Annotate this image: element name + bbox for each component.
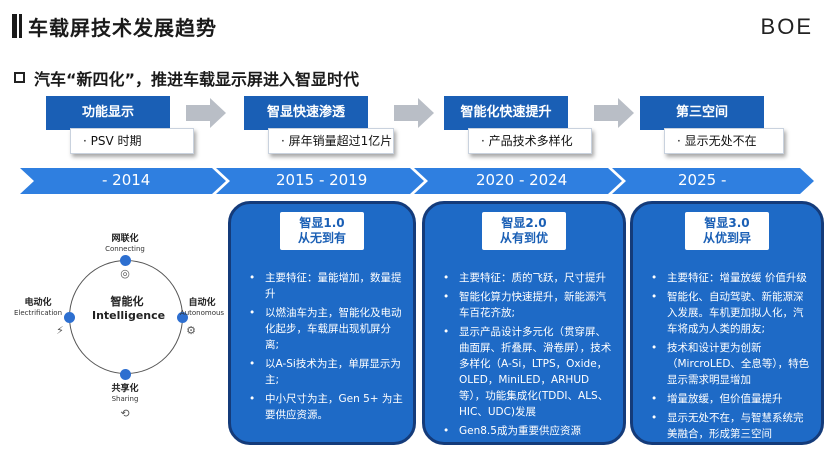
diagram-node-right	[177, 312, 188, 323]
title-marker	[12, 14, 17, 38]
stage-3-detail: · 产品技术多样化	[468, 128, 592, 154]
diagram-center-label: 智能化 Intelligence	[92, 295, 166, 323]
diagram-right-en: Autonomous	[179, 309, 225, 317]
stage-1-title: 功能显示	[46, 96, 170, 130]
list-item: 主要特征：质的飞跃，尺寸提升	[437, 270, 615, 286]
card-smart-display-3: 智显3.0 从优到异 主要特征：增量放缓 价值升级 智能化、自动驾驶、新能源深入…	[630, 201, 824, 445]
share-icon: ⟲	[120, 407, 130, 420]
arrow-right-icon	[186, 98, 226, 128]
page-title: 车载屏技术发展趋势	[28, 16, 217, 40]
timeline-period-3: 2020 - 2024	[476, 171, 568, 189]
stage-2-detail: · 屏年销量超过1亿片	[268, 128, 394, 154]
card-3-title: 智显3.0	[704, 216, 750, 230]
list-item: 中小尺寸为主，Gen 5+ 为主要供应资源。	[243, 391, 405, 423]
stage-1-detail: · PSV 时期	[70, 128, 194, 154]
card-1-header: 智显1.0 从无到有	[280, 212, 364, 250]
timeline-period-2: 2015 - 2019	[276, 171, 368, 189]
list-item: Gen8.5成为重要供应资源	[437, 423, 615, 439]
list-item: 显示产品设计多元化（贯穿屏、曲面屏、折叠屏、滑卷屏），技术多样化（A-Si，LT…	[437, 324, 615, 420]
card-smart-display-2: 智显2.0 从有到优 主要特征：质的飞跃，尺寸提升 智能化算力快速提升，新能源汽…	[422, 201, 626, 445]
list-item: 智能化、自动驾驶、新能源深入发展。车机更加拟人化，汽车将成为人类的朋友;	[645, 289, 813, 337]
diagram-center-zh: 智能化	[110, 295, 144, 308]
arrow-right-icon	[594, 98, 634, 128]
list-item: 智能化算力快速提升，新能源汽车百花齐放;	[437, 289, 615, 321]
diagram-bottom-en: Sharing	[111, 395, 139, 403]
card-3-list: 主要特征：增量放缓 价值升级 智能化、自动驾驶、新能源深入发展。车机更加拟人化，…	[645, 270, 813, 445]
globe-icon: ◎	[120, 267, 130, 280]
card-3-subtitle: 从优到异	[702, 231, 751, 245]
stage-3-title: 智能化快速提升	[444, 96, 568, 130]
diagram-label-bottom: 共享化 Sharing	[95, 384, 155, 404]
list-item: 主要特征：量能增加，数量提升	[243, 270, 405, 302]
diagram-label-right: 自动化 Autonomous	[170, 298, 234, 318]
new-four-modernizations-diagram: 网联化 Connecting ◎ 电动化 Electrification ⚡ 自…	[14, 232, 224, 432]
list-item: 以A-Si技术为主，单屏显示为主;	[243, 356, 405, 388]
card-2-list: 主要特征：质的飞跃，尺寸提升 智能化算力快速提升，新能源汽车百花齐放; 显示产品…	[437, 270, 615, 442]
diagram-label-left: 电动化 Electrification	[8, 298, 68, 318]
list-item: 显示无处不在，与智慧系统完美融合，形成第三空间	[645, 410, 813, 442]
card-2-subtitle: 从有到优	[499, 231, 548, 245]
list-item: 以燃油车为主，智能化及电动化起步，车载屏出现机屏分离;	[243, 305, 405, 353]
timeline-period-4: 2025 -	[678, 171, 727, 189]
diagram-bottom-zh: 共享化	[111, 384, 139, 394]
card-2-header: 智显2.0 从有到优	[482, 212, 566, 250]
card-2-title: 智显2.0	[501, 216, 547, 230]
diagram-node-top	[120, 255, 131, 266]
diagram-left-en: Electrification	[13, 309, 63, 317]
boe-logo: BOE	[760, 14, 813, 39]
diagram-left-zh: 电动化	[24, 298, 52, 308]
timeline-arrow	[20, 168, 814, 194]
card-1-subtitle: 从无到有	[297, 231, 346, 245]
stage-4-title: 第三空间	[640, 96, 764, 130]
card-1-title: 智显1.0	[299, 216, 345, 230]
card-1-list: 主要特征：量能增加，数量提升 以燃油车为主，智能化及电动化起步，车载屏出现机屏分…	[243, 270, 405, 426]
diagram-top-en: Connecting	[105, 245, 145, 253]
diagram-node-left	[64, 312, 75, 323]
arrow-right-icon	[394, 98, 434, 128]
plug-icon: ⚡	[56, 324, 64, 337]
subtitle-checkbox-icon	[14, 72, 25, 83]
card-3-header: 智显3.0 从优到异	[685, 212, 769, 250]
diagram-right-zh: 自动化	[188, 298, 216, 308]
diagram-top-zh: 网联化	[111, 234, 139, 244]
list-item: 主要特征：增量放缓 价值升级	[645, 270, 813, 286]
stage-4-detail: · 显示无处不在	[664, 128, 784, 154]
gear-icon: ⚙	[186, 324, 196, 337]
card-smart-display-1: 智显1.0 从无到有 主要特征：量能增加，数量提升 以燃油车为主，智能化及电动化…	[228, 201, 416, 445]
diagram-node-bottom	[120, 369, 131, 380]
page-subtitle: 汽车“新四化”，推进车载显示屏进入智显时代	[34, 70, 360, 89]
title-marker-2	[19, 14, 22, 38]
list-item: 技术和设计更为创新（MircroLED、全息等），特色显示需求明显增加	[645, 340, 813, 388]
list-item: 增量放缓，但价值量提升	[645, 391, 813, 407]
timeline-period-1: - 2014	[102, 171, 151, 189]
diagram-center-en: Intelligence	[92, 309, 166, 322]
stage-2-title: 智显快速渗透	[244, 96, 368, 130]
diagram-label-top: 网联化 Connecting	[95, 234, 155, 254]
